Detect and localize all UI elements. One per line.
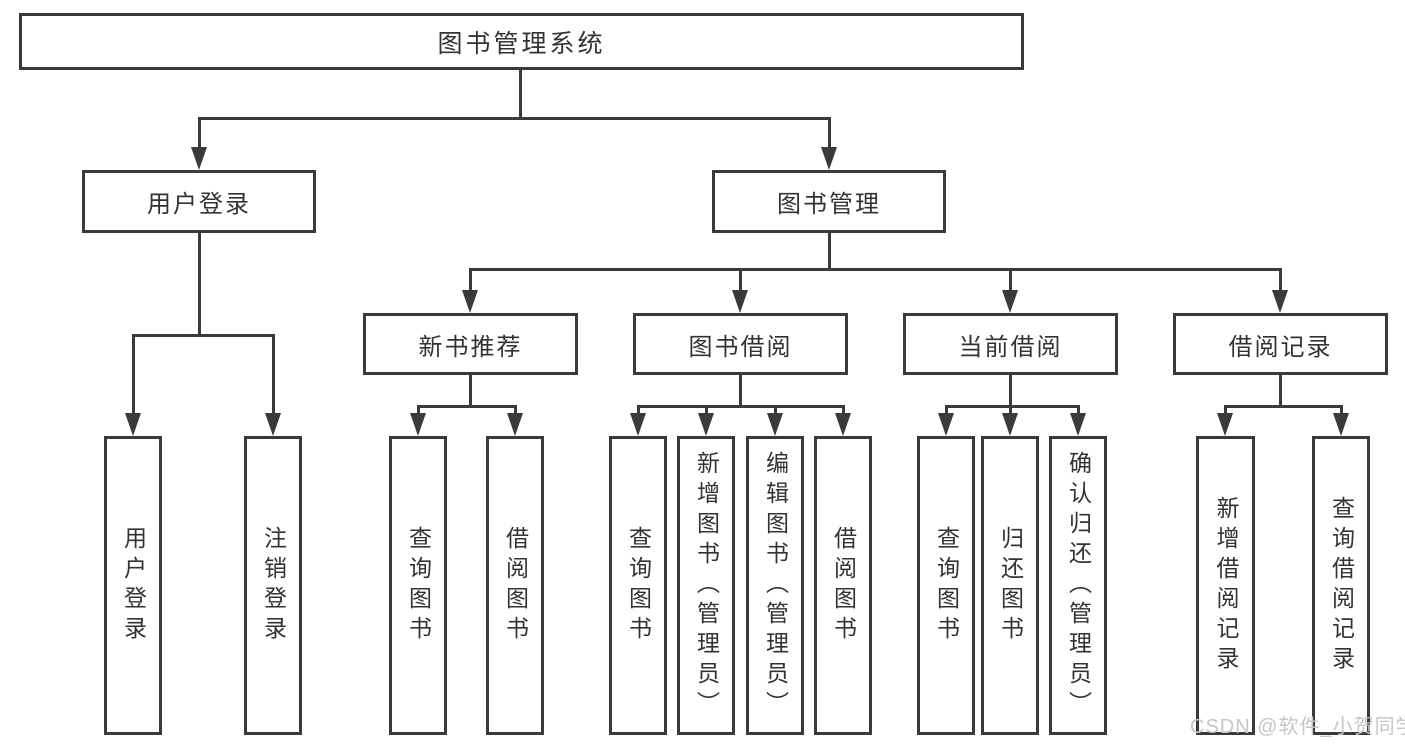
connector-arrow-stem	[1009, 405, 1012, 414]
connector-records-splitter	[1224, 405, 1343, 408]
arrow-down-icon	[1272, 290, 1288, 313]
arrow-down-icon	[125, 413, 141, 436]
csdn-watermark: CSDN @软件_小贺同学	[1190, 716, 1405, 738]
leaf-return-books: 归还图书	[981, 436, 1039, 735]
leaf-query-books-borrow: 查询图书	[609, 436, 667, 735]
leaf-query-books-recommend-label: 查询图书	[405, 525, 432, 646]
connector-arrow-stem	[469, 268, 472, 290]
connector-arrow-stem	[417, 405, 420, 414]
connector-borrow-splitter	[637, 405, 845, 408]
connector-arrow-stem	[945, 405, 948, 414]
leaf-borrow-books: 借阅图书	[814, 436, 872, 735]
node-book-borrow-label: 图书借阅	[688, 333, 793, 361]
node-new-book-recommend: 新书推荐	[363, 313, 578, 375]
arrow-down-icon	[821, 147, 837, 170]
connector-arrow-stem	[1279, 268, 1282, 290]
node-borrow-records-label: 借阅记录	[1228, 333, 1333, 361]
leaf-borrow-books-recommend: 借阅图书	[486, 436, 544, 735]
node-root-label: 图书管理系统	[437, 29, 606, 58]
connector-arrow-stem	[1077, 405, 1080, 414]
connector-userlogin-splitter	[132, 334, 275, 337]
connector-borrow-stem	[739, 375, 742, 407]
connector-root-stem	[519, 70, 522, 119]
connector-root-splitter	[198, 117, 831, 120]
leaf-return-books-label: 归还图书	[997, 525, 1024, 646]
connector-arrow-stem	[842, 405, 845, 414]
leaf-query-books-current: 查询图书	[917, 436, 975, 735]
connector-arrow-stem	[637, 405, 640, 414]
arrow-down-icon	[767, 413, 783, 436]
leaf-user-login: 用户登录	[104, 436, 162, 735]
connector-userlogin-stem	[198, 233, 201, 337]
leaf-query-books-borrow-label: 查询图书	[625, 525, 652, 646]
leaf-borrow-books-recommend-label: 借阅图书	[502, 525, 529, 646]
node-root: 图书管理系统	[19, 13, 1024, 70]
node-user-login-label: 用户登录	[147, 191, 251, 218]
leaf-query-books-current-label: 查询图书	[933, 525, 960, 646]
connector-arrow-stem	[705, 405, 708, 414]
connector-newbook-splitter	[417, 405, 517, 408]
connector-bookmgmt-stem	[828, 233, 831, 271]
connector-arrow-stem	[198, 117, 201, 148]
arrow-down-icon	[698, 413, 714, 436]
arrow-down-icon	[938, 413, 954, 436]
node-book-management-label: 图书管理	[777, 191, 881, 218]
leaf-user-login-label: 用户登录	[120, 525, 147, 646]
leaf-borrow-books-label: 借阅图书	[830, 525, 857, 646]
arrow-down-icon	[1002, 290, 1018, 313]
arrow-down-icon	[1217, 413, 1233, 436]
arrow-down-icon	[191, 147, 207, 170]
node-user-login: 用户登录	[82, 170, 316, 233]
arrow-down-icon	[1070, 413, 1086, 436]
leaf-add-books-admin-label: 新增图书（管理员）	[693, 450, 720, 721]
node-borrow-records: 借阅记录	[1173, 313, 1388, 375]
connector-arrow-stem	[1340, 405, 1343, 414]
connector-newbook-stem	[469, 375, 472, 407]
connector-arrow-stem	[1009, 268, 1012, 290]
leaf-add-books-admin: 新增图书（管理员）	[677, 436, 735, 735]
connector-arrow-stem	[739, 268, 742, 290]
connector-bookmgmt-splitter	[469, 268, 1282, 271]
arrow-down-icon	[410, 413, 426, 436]
leaf-query-books-recommend: 查询图书	[389, 436, 447, 735]
connector-arrow-stem	[1224, 405, 1227, 414]
leaf-confirm-return-admin: 确认归还（管理员）	[1049, 436, 1107, 735]
leaf-edit-books-admin-label: 编辑图书（管理员）	[762, 450, 789, 721]
arrow-down-icon	[732, 290, 748, 313]
connector-current-splitter	[945, 405, 1080, 408]
arrow-down-icon	[835, 413, 851, 436]
leaf-edit-books-admin: 编辑图书（管理员）	[746, 436, 804, 735]
leaf-logout: 注销登录	[244, 436, 302, 735]
leaf-query-borrow-record-label: 查询借阅记录	[1328, 495, 1355, 676]
node-new-book-recommend-label: 新书推荐	[418, 333, 523, 361]
leaf-logout-label: 注销登录	[260, 525, 287, 646]
arrow-down-icon	[265, 413, 281, 436]
leaf-add-borrow-record-label: 新增借阅记录	[1213, 495, 1239, 676]
arrow-down-icon	[1002, 413, 1018, 436]
node-book-borrow: 图书借阅	[633, 313, 848, 375]
leaf-query-borrow-record: 查询借阅记录	[1312, 436, 1370, 735]
arrow-down-icon	[462, 290, 478, 313]
connector-records-stem	[1279, 375, 1282, 407]
connector-arrow-stem	[774, 405, 777, 414]
connector-arrow-stem	[272, 334, 275, 414]
connector-arrow-stem	[514, 405, 517, 414]
arrow-down-icon	[1333, 413, 1349, 436]
connector-arrow-stem	[828, 117, 831, 148]
leaf-add-borrow-record: 新增借阅记录	[1196, 436, 1255, 735]
node-book-management: 图书管理	[712, 170, 946, 233]
arrow-down-icon	[630, 413, 646, 436]
arrow-down-icon	[507, 413, 523, 436]
connector-current-stem	[1009, 375, 1012, 407]
leaf-confirm-return-admin-label: 确认归还（管理员）	[1065, 450, 1092, 721]
node-current-borrow-label: 当前借阅	[958, 333, 1063, 361]
connector-arrow-stem	[132, 334, 135, 414]
node-current-borrow: 当前借阅	[903, 313, 1118, 375]
